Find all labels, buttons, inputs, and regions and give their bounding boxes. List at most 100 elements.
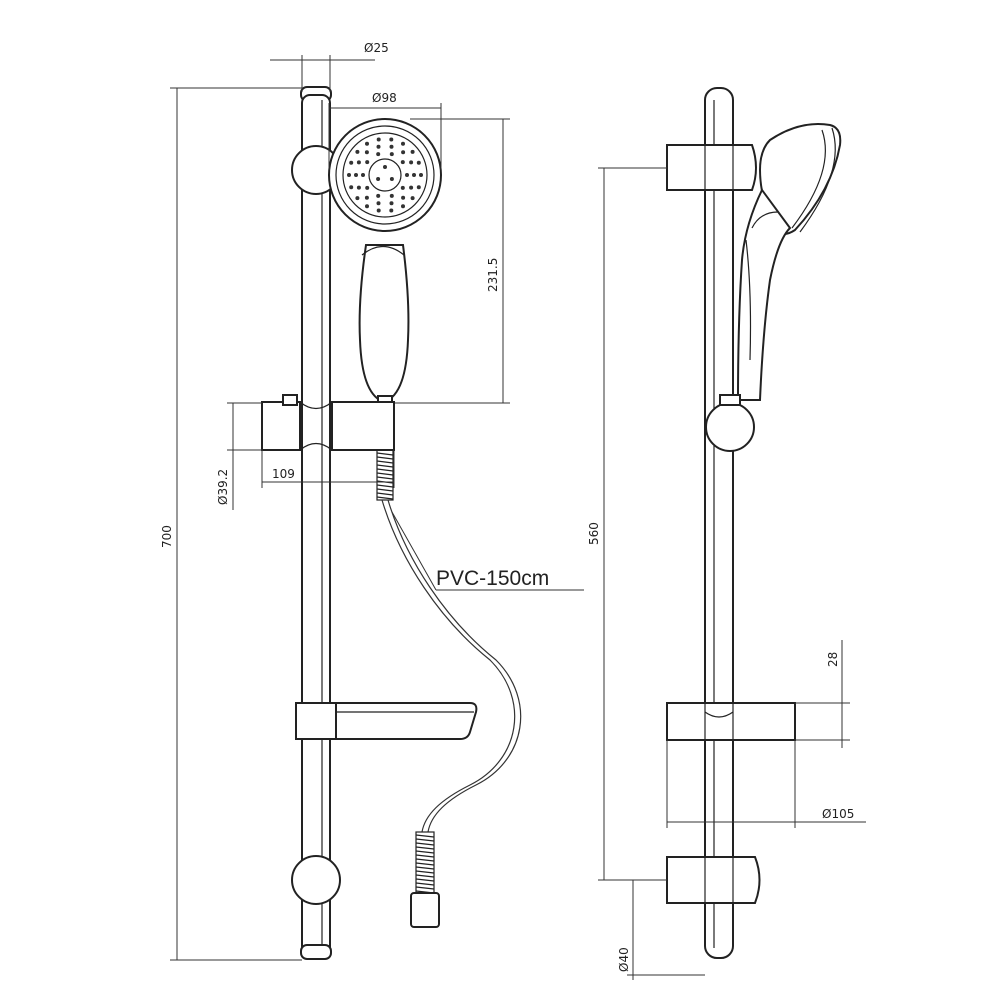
- hose-spring-bottom: [415, 831, 435, 894]
- nozzle: [416, 160, 421, 165]
- dim-bracket-spacing: 560: [587, 522, 601, 545]
- spring-coil: [415, 866, 435, 870]
- nozzle: [376, 201, 381, 206]
- dim-dish-diameter: Ø105: [822, 807, 854, 821]
- dim-dish-height: 28: [826, 652, 840, 667]
- spring-coil: [415, 886, 435, 890]
- spring-coil: [376, 488, 394, 492]
- nozzle: [376, 152, 381, 157]
- hose: [381, 499, 516, 833]
- spring-coil: [376, 492, 394, 496]
- spring-coil: [415, 874, 435, 878]
- nozzle: [383, 165, 387, 169]
- lower-wall-mount: [291, 855, 341, 905]
- spring-coil: [376, 472, 394, 476]
- soap-dish: [295, 702, 478, 740]
- side-view: 560 28 Ø105 Ø40: [587, 87, 866, 980]
- front-view: Ø25 Ø98 231.5 Ø39.2 109 700 PVC-150cm: [160, 41, 584, 961]
- nozzle: [409, 185, 414, 190]
- side-slider-ball: [705, 402, 755, 452]
- slider-knob: [282, 394, 298, 406]
- nozzle: [401, 195, 406, 200]
- nozzle: [410, 149, 415, 154]
- nozzle: [365, 141, 369, 146]
- nozzle: [354, 173, 358, 177]
- nozzle: [349, 185, 354, 190]
- nozzle: [389, 152, 394, 157]
- spring-coil: [415, 878, 435, 882]
- spring-coil: [415, 838, 435, 842]
- spring-coil: [415, 858, 435, 862]
- nozzle: [364, 150, 369, 155]
- nozzle: [401, 204, 405, 209]
- nozzle: [365, 160, 370, 165]
- side-soap-dish: [666, 702, 796, 741]
- nozzle: [389, 208, 394, 213]
- hose-nut: [410, 892, 440, 928]
- nozzle: [376, 193, 381, 198]
- dim-slider-diameter: Ø39.2: [216, 469, 230, 505]
- spring-coil: [376, 456, 394, 460]
- spring-coil: [415, 850, 435, 854]
- handset-handle: [358, 244, 410, 404]
- side-handle: [736, 188, 792, 401]
- nozzle: [364, 195, 369, 200]
- side-shower-head: [758, 123, 842, 235]
- nozzle: [405, 173, 409, 177]
- spring-coil: [376, 460, 394, 464]
- slide-rail: [301, 94, 331, 956]
- nozzle: [356, 185, 361, 190]
- nozzle: [389, 144, 394, 149]
- nozzle: [349, 160, 354, 165]
- dim-handset-length: 231.5: [486, 258, 500, 292]
- nozzle: [376, 144, 381, 149]
- side-rail: [704, 87, 734, 959]
- nozzle: [389, 201, 394, 206]
- spring-coil: [376, 468, 394, 472]
- spring-coil: [415, 870, 435, 874]
- spring-coil: [415, 846, 435, 850]
- nozzle: [416, 185, 421, 190]
- spring-coil: [376, 476, 394, 480]
- nozzle: [365, 204, 369, 209]
- spring-coil: [376, 464, 394, 468]
- spring-coil: [415, 862, 435, 866]
- side-bottom-bracket: [666, 856, 761, 904]
- nozzle: [401, 150, 406, 155]
- nozzle: [365, 185, 370, 190]
- spring-coil: [415, 854, 435, 858]
- spring-coil: [376, 496, 394, 500]
- nozzle: [389, 193, 394, 198]
- nozzle: [401, 141, 405, 146]
- spray-nozzles: [347, 137, 423, 213]
- nozzle: [409, 160, 414, 165]
- dim-head-diameter: Ø98: [372, 91, 397, 105]
- dim-slider-depth: 109: [272, 467, 295, 481]
- nozzle: [347, 173, 351, 177]
- side-top-bracket: [666, 144, 757, 191]
- dim-bracket-diameter: Ø40: [617, 947, 631, 972]
- hose-label: PVC-150cm: [436, 567, 549, 590]
- nozzle: [361, 173, 365, 177]
- nozzle: [389, 177, 394, 181]
- nozzle: [355, 149, 360, 154]
- dim-total-height: 700: [160, 525, 174, 548]
- handset-head: [328, 118, 442, 232]
- nozzle: [389, 137, 394, 142]
- spring-coil: [376, 484, 394, 488]
- dim-rail-diameter: Ø25: [364, 41, 389, 55]
- nozzle: [410, 196, 415, 201]
- nozzle: [355, 196, 360, 201]
- nozzle: [400, 160, 405, 165]
- nozzle: [376, 208, 381, 213]
- nozzle: [400, 185, 405, 190]
- nozzle: [376, 137, 381, 142]
- spring-coil: [415, 834, 435, 838]
- nozzle: [419, 173, 423, 177]
- nozzle: [376, 177, 381, 181]
- spring-coil: [376, 452, 394, 456]
- spring-coil: [415, 842, 435, 846]
- nozzle: [356, 160, 361, 165]
